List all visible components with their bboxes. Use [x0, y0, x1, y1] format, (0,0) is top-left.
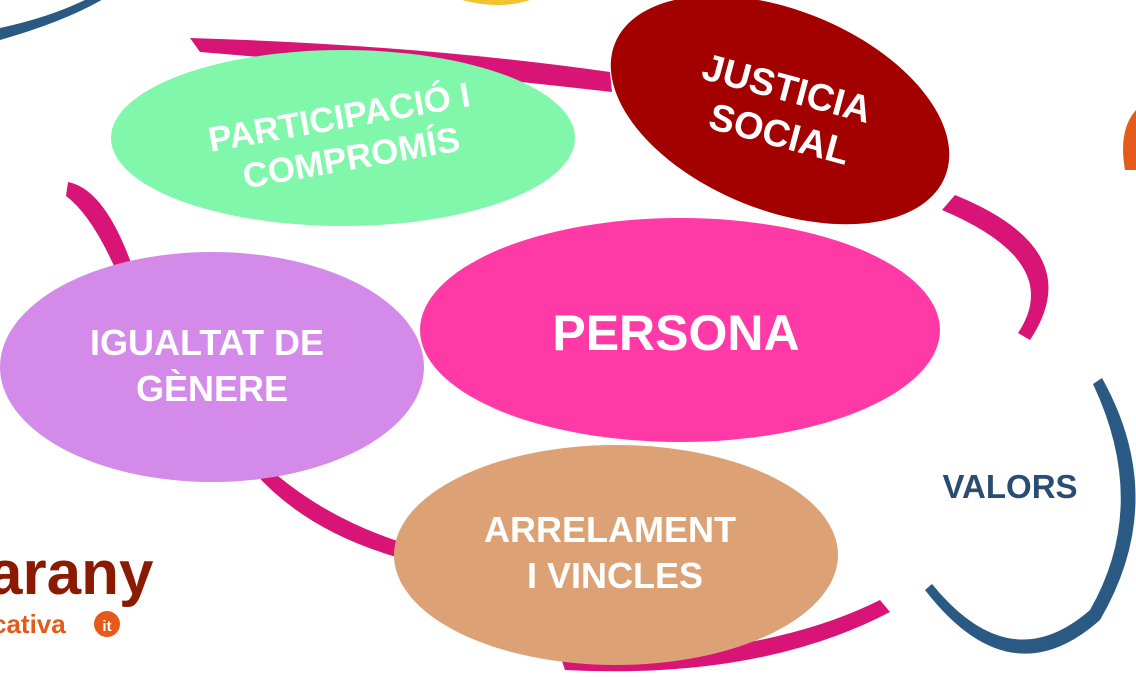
ring-segment-bottom-left — [248, 455, 420, 562]
top-yellow-sliver — [462, 0, 530, 5]
logo-backdrop — [0, 490, 155, 650]
right-edge-fragment — [1123, 110, 1136, 170]
label-arrelament-line2: I VINCLES — [527, 555, 703, 596]
ellipse-participacio — [111, 50, 575, 226]
ring-segment-right — [942, 195, 1049, 340]
label-igualtat-line2: GÈNERE — [136, 368, 288, 409]
organization-logo: arany cativa it — [0, 490, 155, 650]
ellipse-arrelament — [394, 445, 838, 665]
ellipse-igualtat — [0, 252, 424, 482]
label-igualtat-line1: IGUALTAT DE — [90, 322, 324, 363]
logo-badge: it — [102, 618, 111, 635]
values-bracket — [925, 378, 1136, 654]
label-valors: VALORS — [942, 468, 1077, 505]
logo-line1: arany — [0, 539, 154, 608]
logo-line2: cativa — [0, 609, 66, 639]
ellipse-justicia — [610, 0, 950, 225]
label-igualtat: IGUALTAT DE GÈNERE — [90, 322, 334, 409]
logo-badge-icon — [94, 611, 120, 637]
label-arrelament: ARRELAMENT I VINCLES — [484, 509, 746, 596]
label-persona: PERSONA — [552, 305, 799, 361]
label-arrelament-line1: ARRELAMENT — [484, 509, 736, 550]
ellipse-persona — [420, 218, 940, 442]
top-left-blue-arc — [0, 0, 102, 40]
